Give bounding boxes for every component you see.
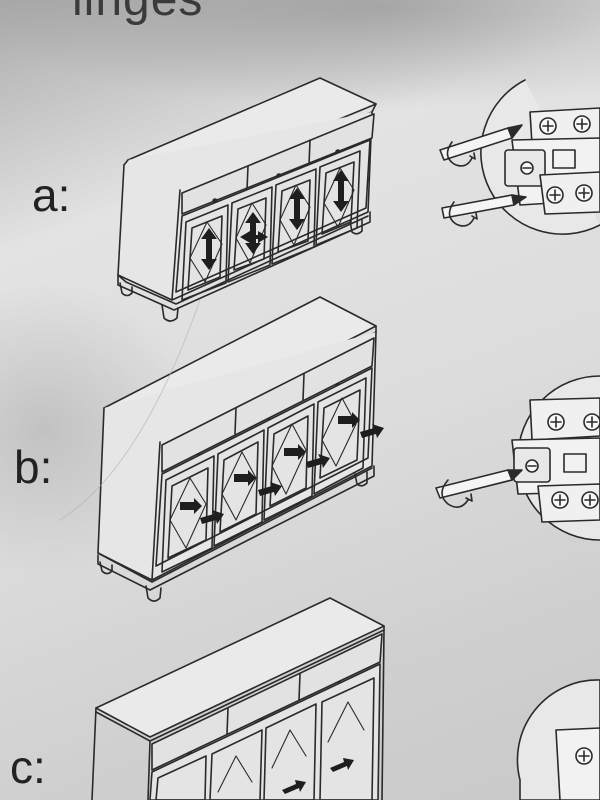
hinge-detail-b: [511, 375, 600, 541]
hinge-detail-c: [516, 679, 600, 800]
adjustment-arrows-c: [282, 758, 354, 794]
paper-fold: [59, 299, 201, 521]
section-header-fragment: linges: [72, 0, 203, 27]
cabinet-illustration-b: [97, 296, 377, 602]
adjustment-arrows-a: [201, 170, 349, 270]
screwdriver-icon-a1: [439, 124, 523, 167]
screwdriver-icon-b: [435, 469, 523, 508]
cabinet-illustration-a: [117, 77, 377, 322]
step-label-c: c:: [10, 741, 46, 793]
cabinet-illustration-c: [91, 597, 385, 800]
screwdriver-icon-a2: [441, 194, 527, 227]
adjustment-arrows-b: [180, 412, 384, 524]
step-label-b: b:: [14, 441, 53, 493]
hinge-detail-a: [480, 79, 600, 235]
step-label-a: a:: [32, 169, 71, 221]
